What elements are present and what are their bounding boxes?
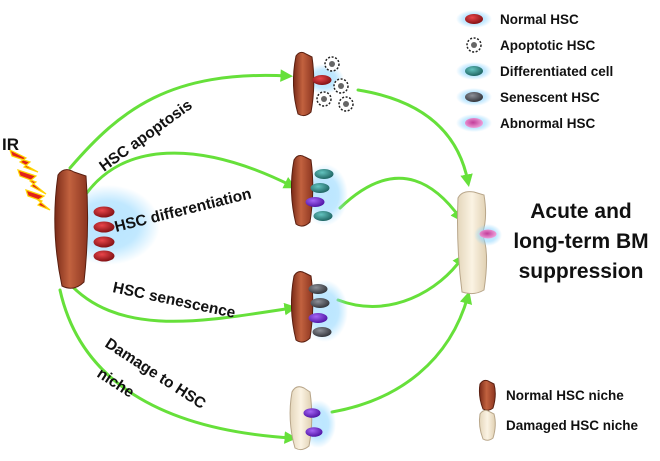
arrow-to-apoptosis <box>68 69 294 170</box>
svg-text:Normal HSC: Normal HSC <box>500 12 579 27</box>
damaged-niche <box>289 386 336 451</box>
svg-text:Differentiated cell: Differentiated cell <box>500 64 613 79</box>
outcome-line3: suppression <box>519 260 644 283</box>
damaged-niche-icon <box>478 409 496 441</box>
normal-hsc-icon <box>465 14 483 24</box>
legend-item-damaged-niche: Damaged HSC niche <box>478 409 639 441</box>
apoptosis-niche <box>292 51 354 117</box>
svg-text:Senescent HSC: Senescent HSC <box>500 90 600 105</box>
arrow-damage-to-outcome <box>330 291 473 414</box>
arrow-differentiation-to-outcome <box>338 176 463 223</box>
arrow-to-differentiation <box>80 151 297 202</box>
label-damage-to-niche-line2: niche <box>94 365 138 402</box>
arrow-to-senescence <box>66 280 297 323</box>
svg-text:Abnormal HSC: Abnormal HSC <box>500 116 596 131</box>
arrow-to-damaged-niche <box>58 288 298 444</box>
svg-text:Damaged HSC niche: Damaged HSC niche <box>506 418 639 433</box>
arrow-apoptosis-to-outcome <box>356 88 473 187</box>
svg-text:Apoptotic HSC: Apoptotic HSC <box>500 38 595 53</box>
svg-text:Normal HSC niche: Normal HSC niche <box>506 388 624 403</box>
differentiation-niche <box>290 155 348 227</box>
source-niche <box>54 169 160 289</box>
outcome-niche <box>457 191 502 295</box>
legend-item-abnormal-hsc: Abnormal HSC <box>456 114 596 132</box>
arrow-senescence-to-outcome <box>336 253 465 308</box>
legend: Normal HSC Apoptotic HSC Differentiated … <box>456 10 639 441</box>
outcome-line1: Acute and <box>530 200 632 223</box>
legend-item-normal-hsc: Normal HSC <box>456 10 579 28</box>
senescent-hsc-icon <box>465 92 483 102</box>
abnormal-hsc-icon <box>465 118 483 128</box>
normal-niche-icon <box>478 379 496 411</box>
apoptotic-cells <box>316 56 354 112</box>
lightning-icon <box>8 148 51 211</box>
label-hsc-apoptosis: HSC apoptosis <box>96 97 195 176</box>
legend-item-normal-niche: Normal HSC niche <box>478 379 624 411</box>
differentiated-cell-icon <box>465 66 483 76</box>
outcome-line2: long-term BM <box>513 230 648 253</box>
legend-item-apoptotic-hsc: Apoptotic HSC <box>466 37 595 53</box>
arrows <box>58 69 473 444</box>
senescence-niche <box>290 271 348 343</box>
legend-item-differentiated-cell: Differentiated cell <box>456 62 613 80</box>
ir-label: IR <box>2 135 19 154</box>
legend-item-senescent-hsc: Senescent HSC <box>456 88 600 106</box>
